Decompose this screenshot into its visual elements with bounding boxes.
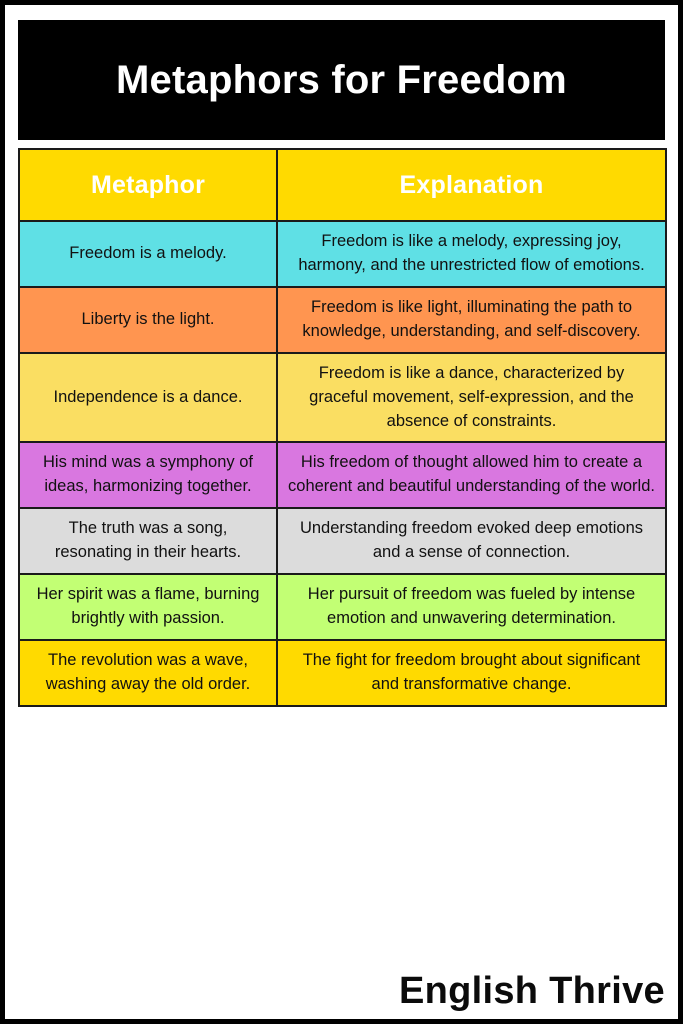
cell-explanation: Freedom is like light, illuminating the … — [276, 285, 667, 354]
table-row: Independence is a dance.Freedom is like … — [18, 351, 667, 444]
cell-explanation: The fight for freedom brought about sign… — [276, 638, 667, 707]
metaphors-table: Metaphor Explanation Freedom is a melody… — [18, 148, 667, 707]
cell-explanation: Freedom is like a melody, expressing joy… — [276, 220, 667, 288]
table-header: Metaphor Explanation — [18, 148, 667, 222]
cell-explanation: Understanding freedom evoked deep emotio… — [276, 507, 667, 576]
cell-explanation: Freedom is like a dance, characterized b… — [276, 351, 667, 444]
page-title: Metaphors for Freedom — [116, 58, 567, 102]
poster-page: Metaphors for Freedom Metaphor Explanati… — [5, 5, 678, 1019]
cell-metaphor: Independence is a dance. — [18, 351, 278, 444]
table-row: The truth was a song, resonating in thei… — [18, 507, 667, 576]
cell-metaphor: His mind was a symphony of ideas, harmon… — [18, 441, 278, 510]
column-header-metaphor: Metaphor — [18, 148, 278, 222]
title-banner: Metaphors for Freedom — [18, 20, 665, 140]
table-row: Liberty is the light.Freedom is like lig… — [18, 285, 667, 354]
table-body: Freedom is a melody.Freedom is like a me… — [18, 220, 667, 707]
cell-explanation: His freedom of thought allowed him to cr… — [276, 441, 667, 510]
cell-explanation: Her pursuit of freedom was fueled by int… — [276, 573, 667, 641]
cell-metaphor: Freedom is a melody. — [18, 220, 278, 288]
brand-name: English Thrive — [398, 969, 665, 1012]
table-row: Her spirit was a flame, burning brightly… — [18, 573, 667, 641]
table-row: His mind was a symphony of ideas, harmon… — [18, 441, 667, 510]
cell-metaphor: Liberty is the light. — [18, 285, 278, 354]
table-header-row: Metaphor Explanation — [18, 148, 667, 222]
column-header-explanation: Explanation — [276, 148, 667, 222]
cell-metaphor: The revolution was a wave, washing away … — [18, 638, 278, 707]
cell-metaphor: The truth was a song, resonating in thei… — [18, 507, 278, 576]
cell-metaphor: Her spirit was a flame, burning brightly… — [18, 573, 278, 641]
table-row: The revolution was a wave, washing away … — [18, 638, 667, 707]
table-row: Freedom is a melody.Freedom is like a me… — [18, 220, 667, 288]
footer: English Thrive — [18, 965, 665, 1017]
